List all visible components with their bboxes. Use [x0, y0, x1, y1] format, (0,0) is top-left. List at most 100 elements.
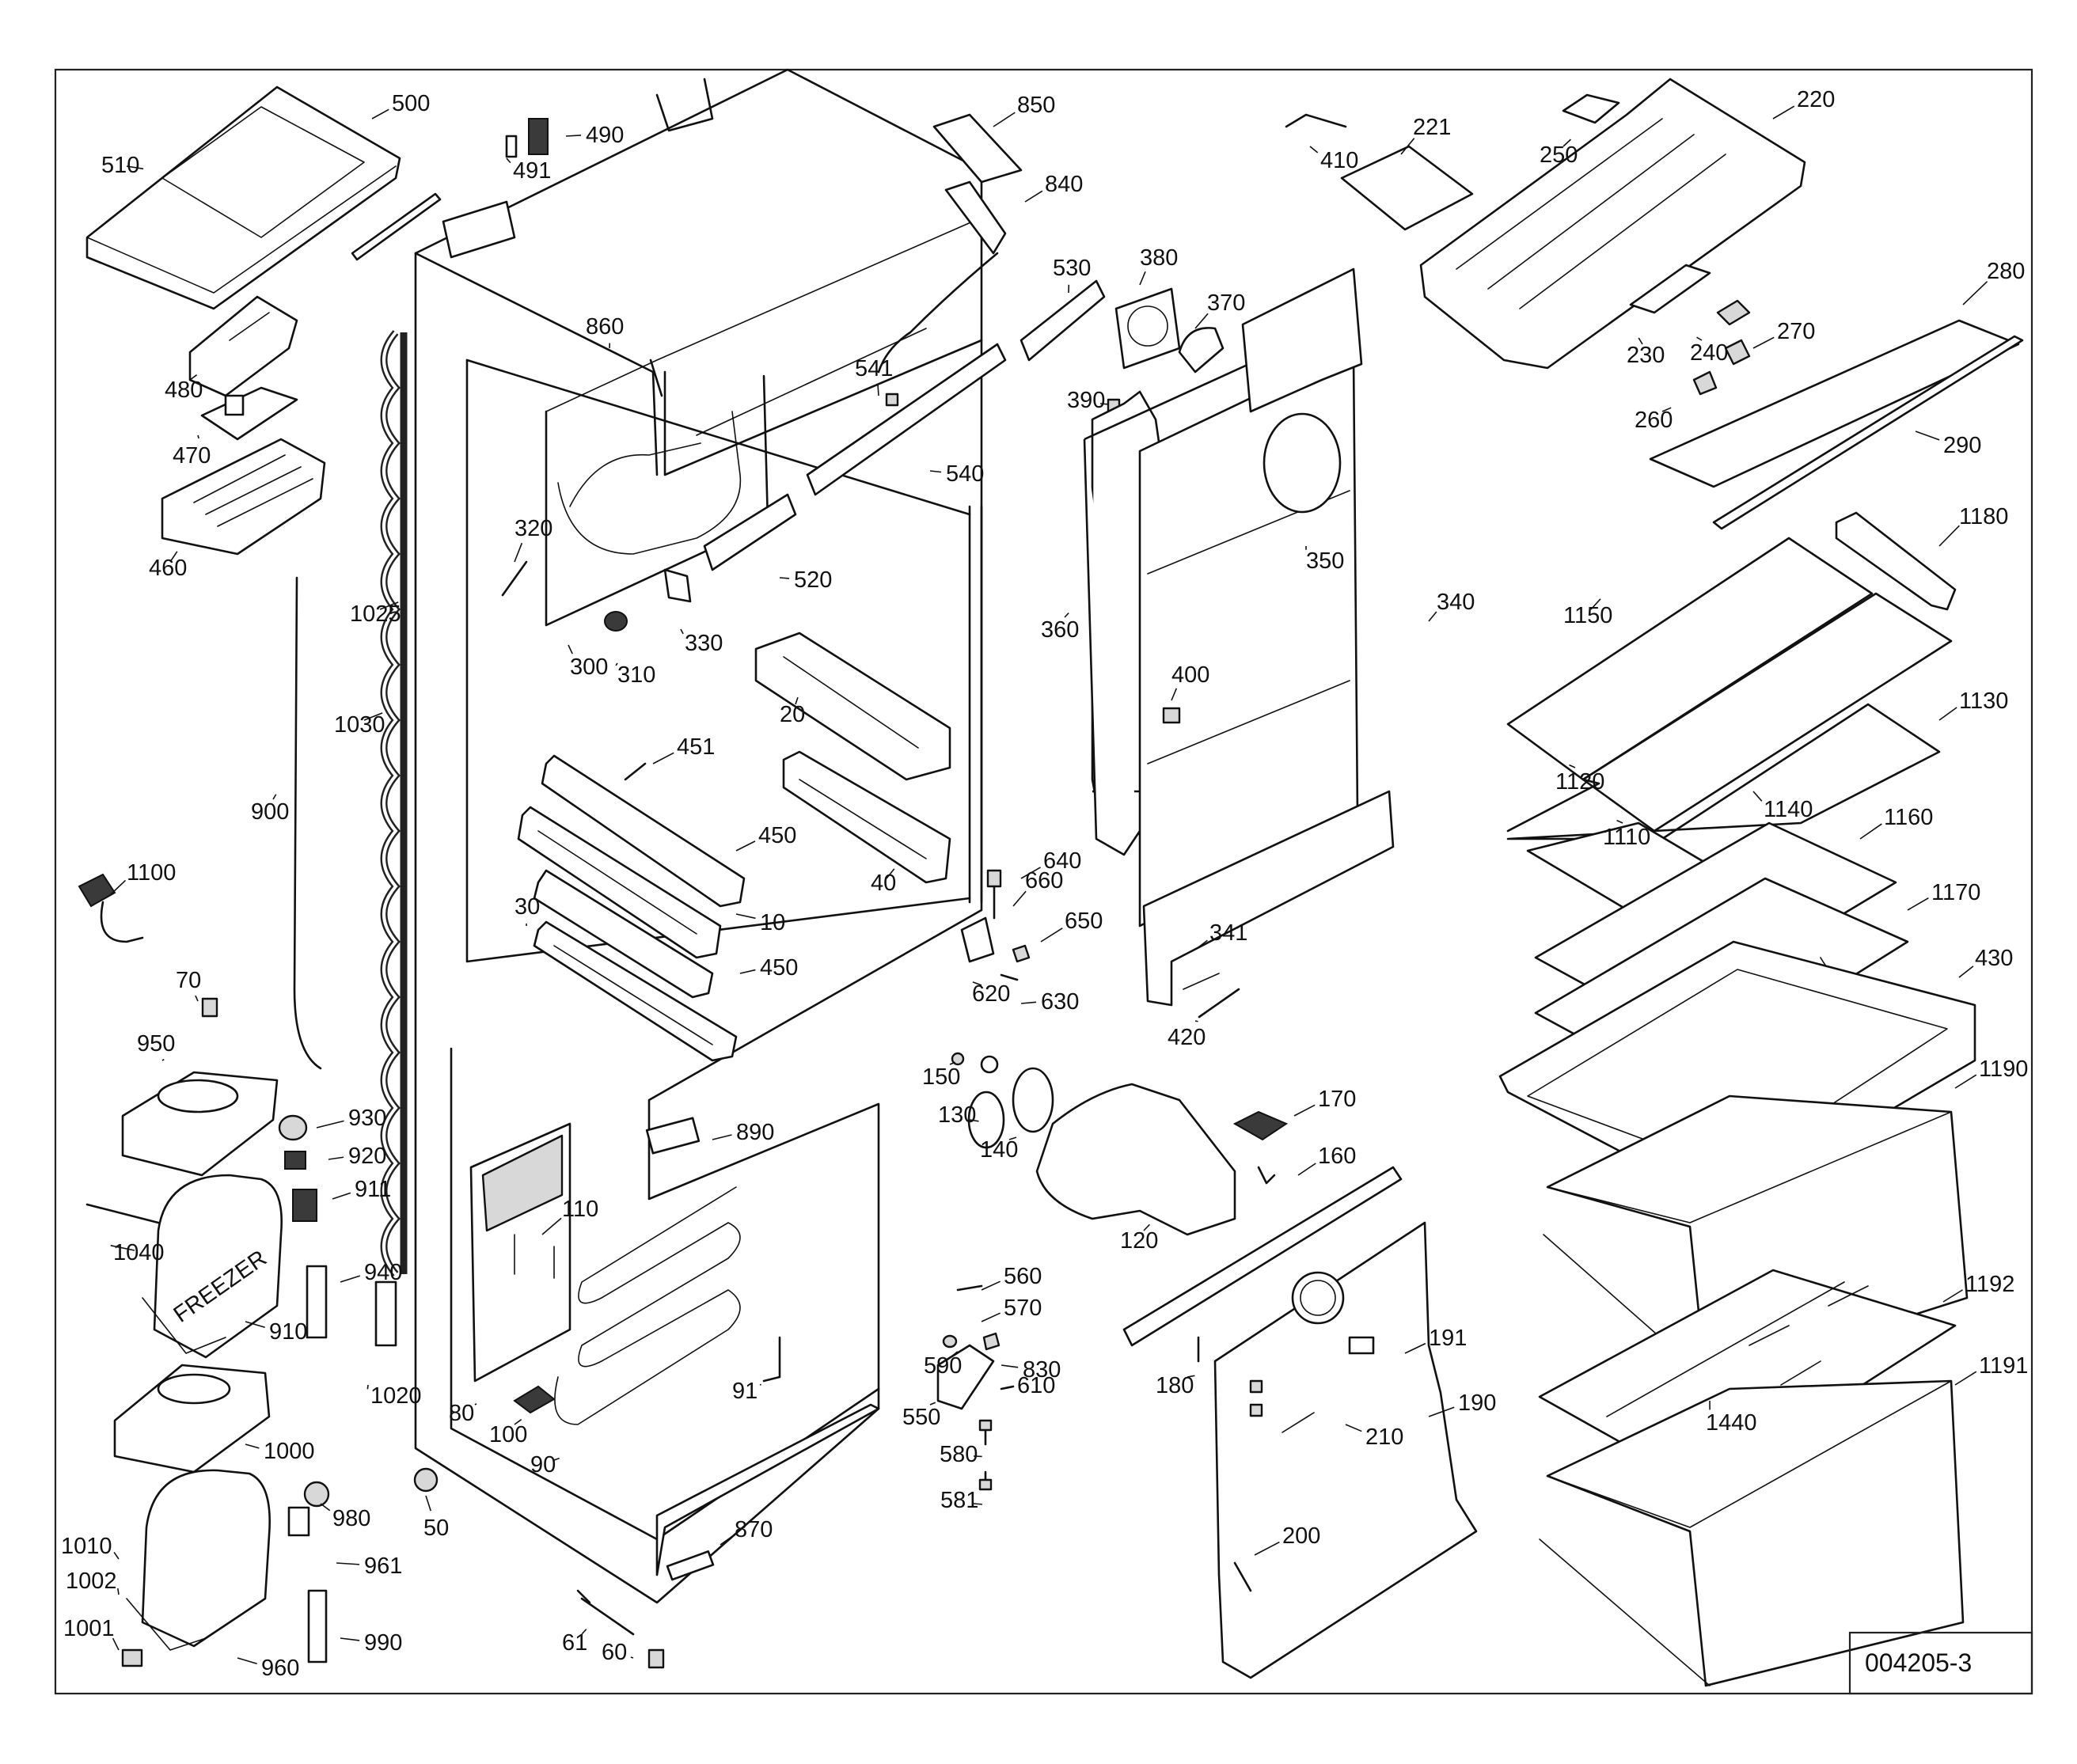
callout-920: 920 [328, 1144, 386, 1169]
part-number: 310 [617, 662, 655, 688]
callout-80: 80 [449, 1401, 477, 1426]
part-number: 1190 [1979, 1057, 2028, 1082]
part-number: 191 [1429, 1326, 1467, 1351]
callout-491: 491 [507, 158, 551, 184]
part-number: 620 [972, 981, 1010, 1007]
part-480-board [190, 297, 297, 396]
part-number: 140 [980, 1137, 1018, 1163]
leader-line [982, 1281, 1001, 1290]
leader-line [1908, 898, 1928, 910]
part-number: 550 [902, 1405, 940, 1430]
part-number: 250 [1540, 142, 1578, 168]
leader-line [760, 1384, 761, 1385]
part-470-relay [202, 388, 297, 439]
leader-line [1955, 1371, 1976, 1385]
callout-1020: 1020 [367, 1383, 421, 1409]
part-900-compressor-freezer: FREEZER [87, 1175, 282, 1357]
part-number: 560 [1004, 1264, 1042, 1289]
part-number: 320 [515, 516, 552, 541]
callout-340: 340 [1429, 590, 1475, 621]
part-260-plug [1694, 372, 1716, 394]
callout-590: 590 [924, 1352, 962, 1379]
callout-120: 120 [1120, 1224, 1158, 1254]
part-number: 120 [1120, 1228, 1158, 1254]
part-number: 900 [251, 799, 289, 825]
part-number: 470 [173, 443, 211, 469]
callout-911: 911 [332, 1177, 391, 1202]
callout-50: 50 [423, 1496, 449, 1541]
callout-460: 460 [149, 552, 187, 581]
leader-line [1916, 431, 1939, 440]
part-950-compressor [123, 1470, 328, 1666]
callout-1160: 1160 [1860, 805, 1933, 839]
part-number: 870 [735, 1517, 773, 1542]
part-number: 540 [946, 461, 984, 487]
part-160-wire [1259, 1167, 1274, 1183]
drawing-number: 004205-3 [1865, 1648, 1972, 1677]
callout-230: 230 [1627, 338, 1665, 368]
part-number: 20 [780, 702, 805, 727]
callout-660: 660 [1013, 868, 1063, 906]
callout-310: 310 [616, 662, 655, 688]
part-number: 1180 [1959, 504, 2008, 529]
part-500-cover [87, 87, 400, 309]
part-350-knob [1264, 414, 1340, 512]
part-number: 260 [1635, 408, 1673, 433]
part-560-screw [958, 1286, 982, 1290]
part-number: 1130 [1959, 689, 2008, 714]
part-number: 450 [760, 955, 798, 981]
leader-line [507, 158, 511, 163]
part-number: 1440 [1706, 1410, 1757, 1436]
callout-630: 630 [1021, 989, 1079, 1015]
leader-line [336, 1563, 359, 1565]
part-number: 860 [586, 314, 624, 340]
callout-961: 961 [336, 1553, 402, 1579]
part-number: 330 [685, 631, 723, 656]
callout-290: 290 [1916, 431, 1981, 458]
part-number: 240 [1690, 340, 1728, 366]
part-number: 390 [1067, 388, 1105, 413]
leader-line [712, 1135, 732, 1140]
leader-line [993, 112, 1015, 127]
part-number: 580 [940, 1442, 978, 1467]
callout-1120: 1120 [1555, 765, 1604, 795]
callout-370: 370 [1195, 290, 1245, 328]
callout-150: 150 [922, 1062, 960, 1090]
part-number: 911 [355, 1177, 391, 1202]
part-50-bushing [415, 1469, 437, 1491]
callout-990: 990 [340, 1630, 402, 1656]
part-250-lid [1563, 95, 1619, 123]
part-number: 340 [1437, 590, 1475, 615]
part-number: 960 [261, 1656, 299, 1681]
part-870-plate [647, 1118, 699, 1154]
callout-60: 60 [602, 1640, 633, 1665]
leader-line [475, 1404, 477, 1405]
part-number: 180 [1156, 1373, 1194, 1398]
part-number: 230 [1627, 343, 1665, 368]
callout-140: 140 [980, 1137, 1018, 1163]
callout-950: 950 [137, 1031, 175, 1060]
callout-570: 570 [982, 1295, 1042, 1322]
part-number: 850 [1017, 93, 1055, 118]
callout-1030: 1030 [334, 712, 385, 738]
callout-550: 550 [902, 1402, 940, 1430]
part-number: 930 [348, 1106, 386, 1131]
part-number: 10 [760, 910, 785, 935]
part-number: 1030 [334, 712, 385, 738]
part-number: 100 [489, 1422, 527, 1447]
part-61-wrench [578, 1591, 633, 1634]
leader-line [111, 880, 126, 894]
callout-1150: 1150 [1563, 599, 1612, 628]
leader-line [878, 385, 879, 396]
part-number: 60 [602, 1640, 627, 1665]
part-number: 220 [1797, 87, 1835, 112]
part-number: 460 [149, 556, 187, 581]
callout-1191: 1191 [1955, 1353, 2028, 1385]
callout-410: 410 [1310, 146, 1358, 173]
part-number: 410 [1320, 148, 1358, 173]
part-270-plug [1726, 340, 1749, 364]
callout-220: 220 [1773, 87, 1835, 119]
part-number: 570 [1004, 1295, 1042, 1321]
